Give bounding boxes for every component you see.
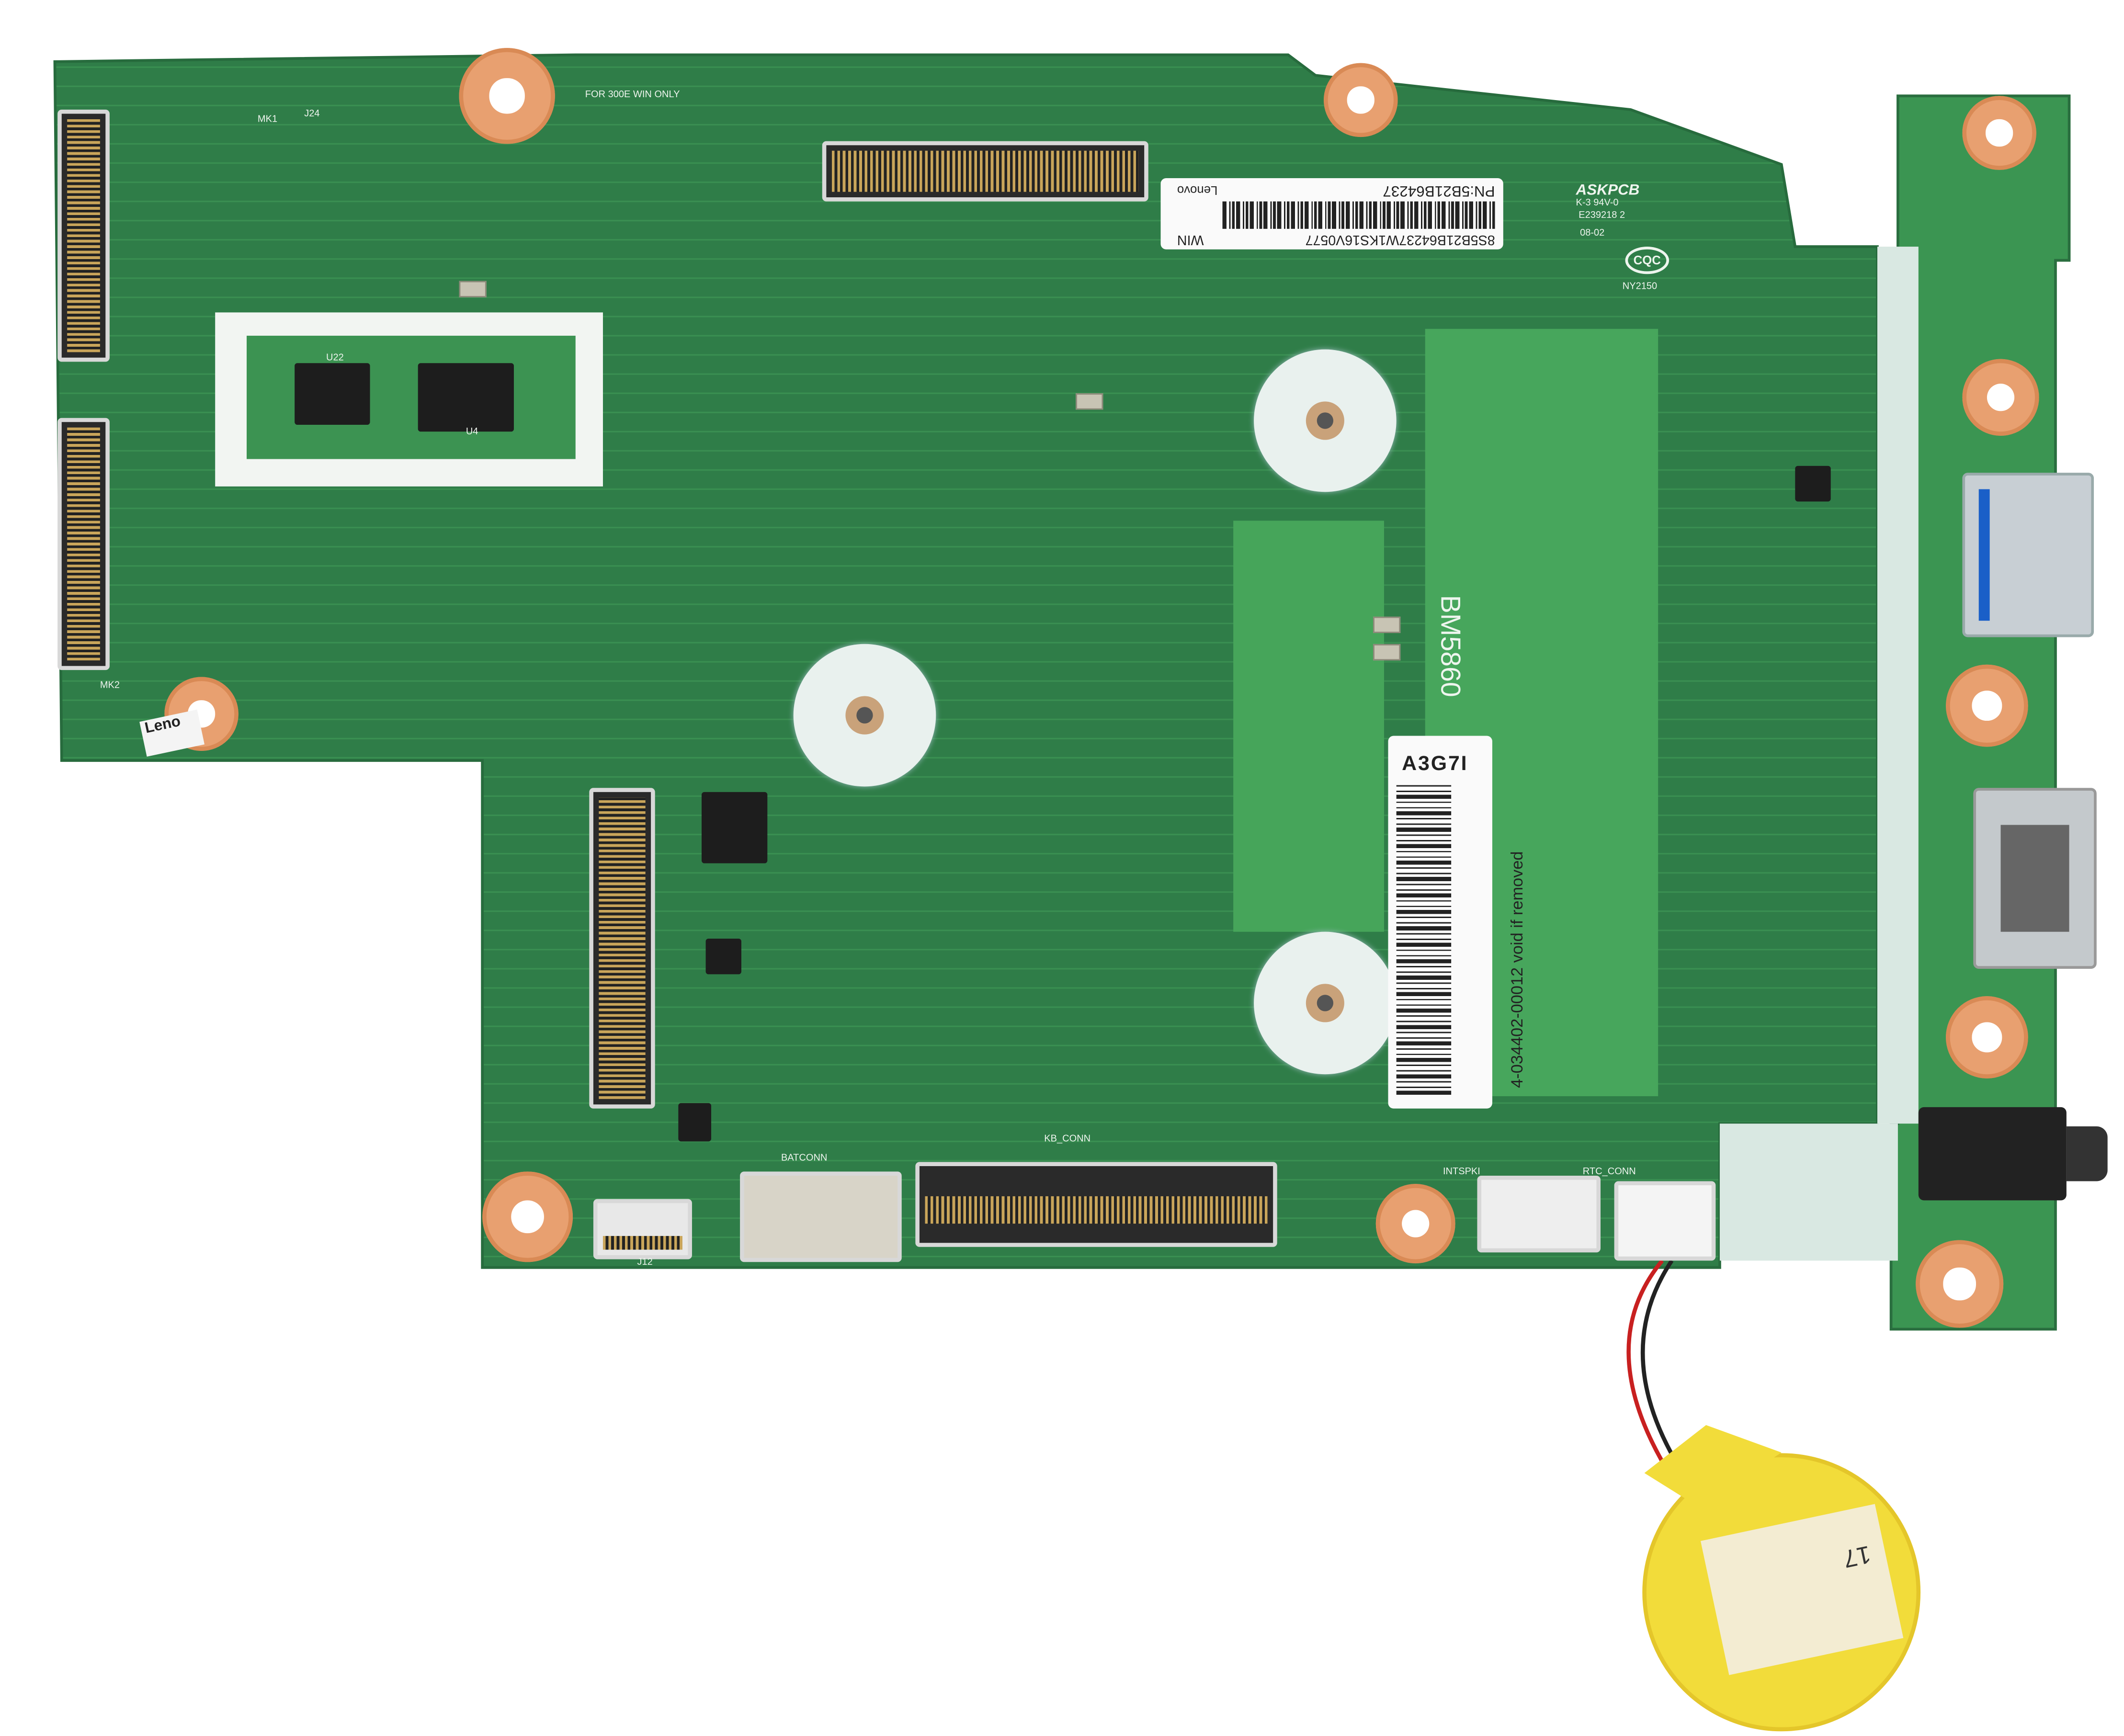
mk2-label: MK2 — [100, 681, 120, 691]
chip — [678, 1103, 712, 1142]
speaker-connector[interactable] — [1477, 1175, 1601, 1253]
capacitor — [459, 281, 487, 297]
batconn-label: BATCONN — [781, 1154, 828, 1164]
u4-label: U4 — [466, 427, 478, 437]
label-barcode — [1221, 201, 1495, 229]
kb-conn-label: KB_CONN — [1044, 1135, 1091, 1145]
cqc-mark: CQC — [1625, 247, 1670, 274]
mounting-hole — [1375, 1184, 1455, 1264]
fpc-connector-top[interactable] — [822, 141, 1148, 202]
mounting-hole — [1962, 96, 2036, 170]
capacitor — [1373, 644, 1401, 661]
battery-label: 17 — [1840, 1540, 1874, 1573]
sticker-serial: 4-034402-00012 void if removed — [1507, 851, 1527, 1088]
pcb-ul-code: E239218 2 — [1579, 211, 1625, 221]
cqc-code: NY2150 — [1622, 282, 1658, 292]
keyboard-connector[interactable] — [915, 1162, 1277, 1247]
mounting-hole — [1916, 1240, 2004, 1328]
chip — [705, 938, 741, 975]
sata-connector-2[interactable] — [57, 418, 110, 670]
standoff — [793, 644, 936, 787]
audio-jack-tip — [2066, 1126, 2108, 1181]
pcb-date: 08-02 — [1580, 228, 1605, 238]
sata-connector-1[interactable] — [57, 109, 110, 362]
j12-label: J12 — [637, 1258, 653, 1268]
pcb-rating: K-3 94V-0 — [1576, 198, 1619, 208]
chip — [701, 792, 768, 863]
mounting-hole — [1946, 664, 2028, 747]
board-note: FOR 300E WIN ONLY — [585, 90, 680, 100]
chip — [1795, 465, 1831, 502]
chip-u4 — [418, 363, 514, 432]
u22-label: U22 — [326, 353, 344, 363]
warranty-sticker: A3G7I 4-034402-00012 void if removed — [1388, 736, 1526, 1109]
rtc-conn-label: RTC_CONN — [1582, 1167, 1636, 1177]
product-label: 8S5B21B64237W1KS16V0577 WIN PN:5B21B6423… — [1160, 178, 1503, 250]
capacitor — [1373, 616, 1401, 633]
j24-label: J24 — [304, 109, 320, 119]
chip-u22 — [295, 363, 370, 425]
battery-connector[interactable] — [740, 1171, 902, 1262]
mounting-hole — [1962, 359, 2039, 436]
battery-wires — [1626, 1259, 1667, 1467]
mounting-hole — [459, 48, 555, 144]
usb-port[interactable] — [1962, 473, 2094, 637]
pcb-manufacturer: ASKPCB — [1576, 182, 1640, 199]
mk1-label: MK1 — [257, 115, 278, 125]
capacitor — [1076, 393, 1103, 410]
label-os-tag: WIN — [1177, 231, 1204, 247]
intspk-label: INTSPKI — [1443, 1167, 1480, 1177]
standoff — [1254, 931, 1397, 1075]
mounting-hole — [1946, 996, 2028, 1078]
standoff — [1254, 349, 1397, 492]
hdmi-port[interactable] — [1973, 788, 2097, 969]
label-serial: 8S5B21B64237W1KS16V0577 — [1305, 231, 1495, 247]
sticker-barcode — [1396, 785, 1452, 1095]
sticker-code: A3G7I — [1402, 752, 1468, 776]
label-part-number: PN:5B21B64237 — [1383, 182, 1495, 199]
rtc-connector[interactable] — [1614, 1181, 1716, 1261]
mounting-hole — [1324, 63, 1398, 137]
label-brand: Lenovo — [1177, 183, 1218, 198]
mounting-hole — [482, 1171, 573, 1262]
vertical-fpc-connector[interactable] — [589, 788, 655, 1109]
j12-connector[interactable] — [593, 1199, 692, 1259]
board-id: BM5860 — [1434, 595, 1465, 697]
audio-jack[interactable] — [1918, 1107, 2067, 1201]
